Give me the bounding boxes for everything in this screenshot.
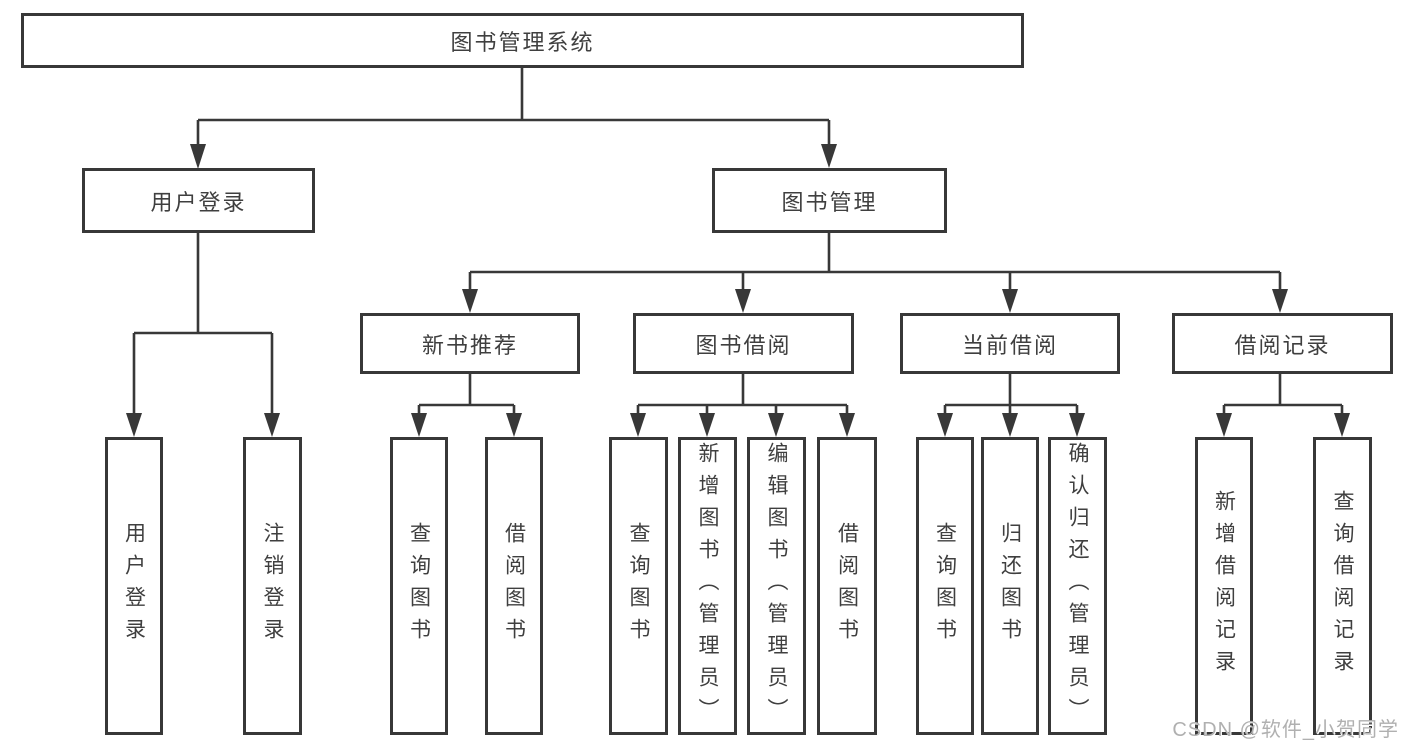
leaf-query-borrow-record-label: 查询借阅记录 [1331, 490, 1354, 682]
node-borrow-records: 借阅记录 [1172, 313, 1393, 374]
node-root-system: 图书管理系统 [21, 13, 1024, 68]
node-user-login: 用户登录 [82, 168, 315, 233]
leaf-query-books-borrow-label: 查询图书 [627, 522, 650, 650]
leaf-query-books-current-label: 查询图书 [933, 522, 957, 650]
node-root-label: 图书管理系统 [450, 29, 595, 55]
node-new-book-recommend: 新书推荐 [360, 313, 580, 374]
leaf-confirm-return-admin-label: 确认归还（管理员） [1066, 442, 1089, 730]
leaf-query-books-recommend: 查询图书 [390, 437, 448, 735]
leaf-return-books-label: 归还图书 [998, 522, 1022, 650]
leaf-query-books-current: 查询图书 [916, 437, 974, 735]
leaf-add-books-admin-label: 新增图书（管理员） [696, 442, 719, 730]
leaf-edit-books-admin: 编辑图书（管理员） [747, 437, 806, 735]
leaf-user-login: 用户登录 [105, 437, 163, 735]
leaf-query-books-borrow: 查询图书 [609, 437, 668, 735]
node-book-management-label: 图书管理 [781, 189, 878, 215]
leaf-add-borrow-record: 新增借阅记录 [1195, 437, 1253, 735]
leaf-edit-books-admin-label: 编辑图书（管理员） [765, 442, 788, 730]
leaf-add-borrow-record-label: 新增借阅记录 [1212, 490, 1236, 682]
leaf-confirm-return-admin: 确认归还（管理员） [1048, 437, 1107, 735]
node-new-book-recommend-label: 新书推荐 [421, 332, 518, 358]
leaf-query-borrow-record: 查询借阅记录 [1313, 437, 1372, 735]
leaf-borrow-books-recommend-label: 借阅图书 [502, 522, 526, 650]
node-current-borrow: 当前借阅 [900, 313, 1120, 374]
leaf-add-books-admin: 新增图书（管理员） [678, 437, 737, 735]
node-borrow-records-label: 借阅记录 [1234, 332, 1331, 358]
node-book-borrow: 图书借阅 [633, 313, 854, 374]
leaf-borrow-books-recommend: 借阅图书 [485, 437, 543, 735]
node-book-borrow-label: 图书借阅 [695, 332, 792, 358]
node-book-management: 图书管理 [712, 168, 947, 233]
leaf-query-books-recommend-label: 查询图书 [407, 522, 431, 650]
csdn-watermark: CSDN @软件_小贺同学 [1172, 719, 1399, 741]
leaf-logout-label: 注销登录 [261, 522, 284, 650]
node-current-borrow-label: 当前借阅 [961, 332, 1058, 358]
leaf-user-login-label: 用户登录 [122, 522, 146, 650]
leaf-borrow-books-label: 借阅图书 [835, 522, 859, 650]
leaf-return-books: 归还图书 [981, 437, 1039, 735]
node-user-login-label: 用户登录 [150, 189, 247, 215]
leaf-borrow-books: 借阅图书 [817, 437, 877, 735]
leaf-logout: 注销登录 [243, 437, 302, 735]
